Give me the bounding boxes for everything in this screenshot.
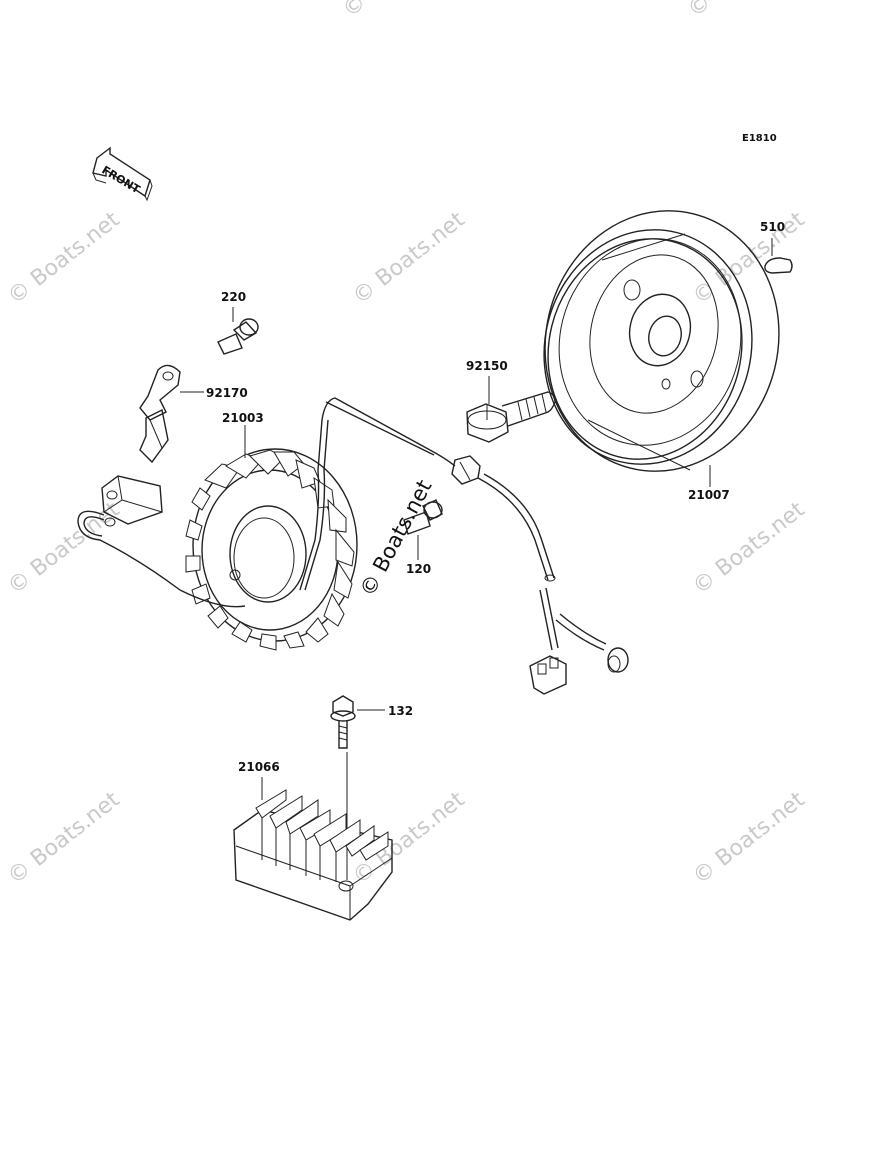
front-label: FRONT (99, 163, 142, 196)
watermark: © Boats.net (688, 787, 809, 890)
watermark: © Boats.net (683, 0, 804, 23)
wire-harness (325, 401, 629, 695)
flywheel-rotor (543, 210, 780, 472)
stator-coil (185, 397, 431, 651)
label-510: 510 (760, 220, 785, 234)
label-21003: 21003 (222, 411, 264, 425)
watermark: © Boats.net (688, 497, 809, 600)
flywheel-bolt-icon (466, 391, 556, 443)
center-watermark: © Boats.net (355, 476, 436, 600)
label-120: 120 (406, 562, 431, 576)
watermark: © Boats.net (338, 0, 459, 23)
watermark: © Boats.net (348, 207, 469, 310)
label-220: 220 (221, 290, 246, 304)
label-21007: 21007 (688, 488, 730, 502)
wire-clamp-icon (139, 364, 181, 464)
label-92170: 92170 (206, 386, 248, 400)
regulator-rectifier (233, 789, 393, 921)
woodruff-key-icon (764, 257, 793, 274)
watermark: © Boats.net (3, 207, 124, 310)
watermark: © Boats.net (3, 787, 124, 890)
label-21066: 21066 (238, 760, 280, 774)
flange-bolt-icon (330, 695, 356, 749)
pickup-coil-icon (77, 475, 246, 608)
label-92150: 92150 (466, 359, 508, 373)
bolt-icon (403, 499, 443, 535)
diagram-code: E1810 (742, 133, 777, 144)
front-arrow-icon: FRONT (92, 146, 153, 202)
screw-icon (217, 318, 259, 355)
label-132: 132 (388, 704, 413, 718)
watermark-group: © Boats.net © Boats.net © Boats.net © Bo… (3, 0, 809, 890)
